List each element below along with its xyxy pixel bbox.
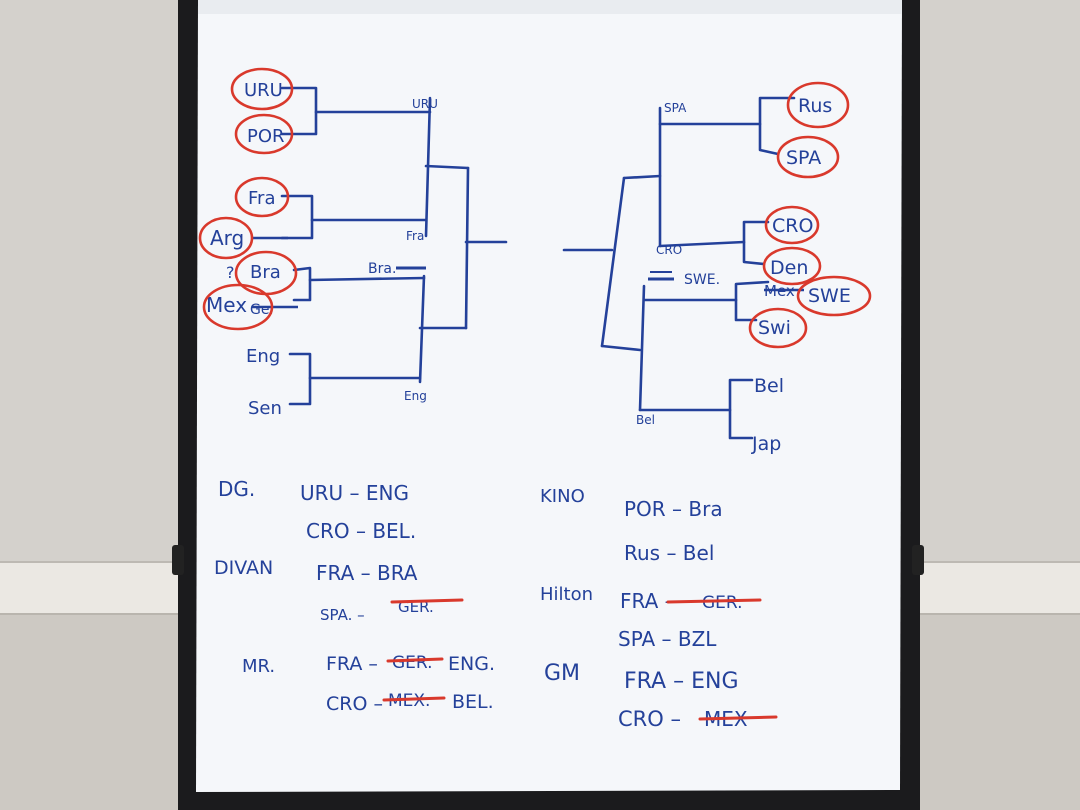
team-mex: Mex [206, 293, 247, 317]
red-circles [198, 67, 872, 349]
venue-mr: MR. [242, 656, 275, 677]
match-gm-1: FRA – ENG [624, 669, 739, 694]
team-jap: Jap [751, 433, 781, 455]
schedule: DG. URU – ENG CRO – BEL. DIVAN FRA – BRA… [214, 477, 748, 731]
struck-hilton-ger: GER. [702, 593, 743, 613]
winner-cro: CRO [656, 243, 682, 257]
match-mr-2: CRO – [326, 693, 383, 715]
struck-mr-ger: GER. [392, 653, 433, 673]
team-sen: Sen [248, 398, 282, 419]
match-gm-2: CRO – [618, 707, 681, 731]
team-swi: Swi [758, 317, 791, 339]
right-teams: Rus SPA CRO Den Mex SWE Swi Bel Jap [751, 95, 851, 455]
winner-bra: Bra. [368, 261, 396, 277]
match-dg-2: CRO – BEL. [306, 519, 416, 543]
venue-hilton: Hilton [540, 584, 593, 605]
venue-dg: DG. [218, 477, 255, 501]
left-teams: URU POR Fra Arg ? Bra Mex Ger Eng Sen [206, 80, 285, 419]
winner-eng: Eng [404, 389, 427, 403]
replacement-mr-eng: ENG. [448, 653, 495, 675]
match-kino-2: Rus – Bel [624, 541, 714, 565]
team-cro: CRO [772, 215, 813, 237]
struck-mr-mex: MEX. [388, 691, 430, 711]
match-divan-2: SPA. – [320, 606, 365, 624]
replacement-mr-bel: BEL. [452, 691, 494, 713]
team-bra: Bra [250, 262, 281, 283]
team-rus: Rus [798, 95, 832, 117]
venue-gm: GM [544, 661, 580, 686]
match-mr-1: FRA – [326, 653, 378, 675]
team-bel: Bel [754, 375, 784, 397]
team-fra: Fra [248, 188, 275, 209]
match-dg-1: URU – ENG [300, 481, 409, 505]
team-spa: SPA [786, 147, 821, 169]
team-swe: SWE [808, 285, 851, 307]
winner-swe: SWE. [684, 272, 720, 288]
team-arg: Arg [210, 226, 244, 250]
team-eng: Eng [246, 346, 280, 367]
team-uru: URU [244, 80, 283, 101]
match-divan-1: FRA – BRA [316, 561, 418, 585]
bracket-lines [280, 86, 796, 440]
match-kino-1: POR – Bra [624, 497, 723, 521]
red-strikethroughs [382, 598, 778, 721]
flipchart-paper [196, 0, 902, 792]
team-den: Den [770, 257, 808, 279]
team-por: POR [247, 126, 285, 147]
match-hilton-1: FRA – [620, 589, 675, 613]
winner-bel: Bel [636, 413, 655, 427]
venue-kino: KINO [540, 486, 585, 507]
left-crossouts [252, 236, 298, 309]
venue-divan: DIVAN [214, 557, 273, 579]
winner-fra: Fra [406, 229, 424, 243]
match-hilton-2: SPA – BZL [618, 627, 717, 651]
winner-spa: SPA [664, 101, 687, 115]
winner-uru: URU [412, 97, 438, 111]
question-mark: ? [226, 263, 235, 282]
